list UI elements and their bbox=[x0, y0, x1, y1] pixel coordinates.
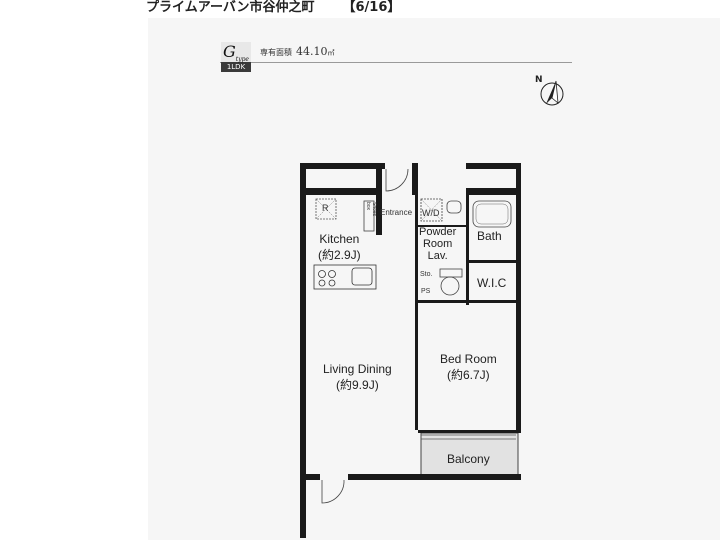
lavatory-bowl bbox=[440, 276, 460, 296]
kitchen-label: Kitchen (約2.9J) bbox=[318, 232, 361, 263]
entrance-label: Entrance bbox=[380, 208, 413, 217]
bottom-wall-right bbox=[348, 474, 521, 480]
wd-label: W/D bbox=[422, 208, 440, 218]
wic-label: W.I.C bbox=[477, 276, 507, 290]
wall-bedroom-balcony bbox=[418, 430, 516, 433]
floor-plan-drawing bbox=[300, 163, 521, 538]
compass-label: N bbox=[535, 75, 543, 85]
wall-storage-bottom bbox=[418, 300, 466, 303]
living-dining-size: (約9.9J) bbox=[336, 378, 379, 392]
living-dining-label: Living Dining (約9.9J) bbox=[323, 362, 392, 393]
stove-burner bbox=[318, 270, 326, 278]
entrance-jamb-right bbox=[412, 163, 418, 195]
property-name: プライムアーバン市谷仲之町 bbox=[146, 0, 315, 15]
lavatory-tank bbox=[439, 268, 463, 278]
top-wall-left bbox=[300, 163, 385, 169]
wall-powder-bath bbox=[466, 195, 469, 305]
ps-label: PS bbox=[421, 288, 431, 295]
entrance-door-swing bbox=[385, 168, 409, 192]
wall-wic-bedroom bbox=[469, 300, 521, 303]
floor-area-value: 44.10 bbox=[296, 45, 328, 58]
stove-burner bbox=[328, 270, 336, 278]
entrance-jamb-left bbox=[376, 163, 382, 235]
page-counter: 【6/16】 bbox=[342, 0, 401, 15]
bed-room-name: Bed Room bbox=[440, 352, 497, 366]
washer-space bbox=[420, 198, 443, 222]
refrigerator-space bbox=[315, 198, 337, 220]
floor-area-unit: ㎡ bbox=[327, 49, 335, 57]
bed-room-size: (約6.7J) bbox=[447, 368, 490, 382]
unit-type-badge: Gtype 1LDK bbox=[221, 42, 251, 72]
powder-room-label: Powder Room Lav. bbox=[419, 226, 456, 262]
powder-room-line1: Powder bbox=[419, 226, 457, 238]
bottom-wall-left bbox=[300, 474, 320, 480]
wall-bath-wic bbox=[469, 260, 521, 263]
stove-burner bbox=[318, 279, 326, 287]
north-arrow-icon bbox=[540, 80, 564, 106]
right-outer-wall bbox=[516, 163, 521, 433]
header-divider bbox=[220, 62, 572, 63]
bed-room-label: Bed Room (約6.7J) bbox=[440, 352, 497, 383]
powder-room-line3: Lav. bbox=[427, 250, 448, 262]
balcony-door-swing bbox=[321, 479, 345, 504]
kitchen-sink bbox=[351, 267, 373, 286]
wall-entrance-storage bbox=[415, 195, 418, 300]
storage-label: Sto. bbox=[420, 271, 433, 278]
unit-type-letter: Gtype bbox=[221, 42, 251, 63]
top-wall-right bbox=[466, 163, 521, 169]
shoe-box bbox=[363, 200, 375, 232]
stove-burner bbox=[328, 279, 336, 287]
kitchen-counter bbox=[313, 264, 377, 290]
top-wall-left-step bbox=[300, 188, 380, 195]
refrigerator-label: R bbox=[322, 203, 329, 213]
kitchen-size: (約2.9J) bbox=[318, 248, 361, 262]
unit-layout-label: 1LDK bbox=[221, 62, 251, 72]
shoe-box-label: Shoes box bbox=[365, 202, 377, 217]
left-outer-wall bbox=[300, 163, 306, 538]
living-dining-name: Living Dining bbox=[323, 362, 392, 376]
bath-label: Bath bbox=[477, 229, 502, 243]
page-title: プライムアーバン市谷仲之町 【6/16】 bbox=[146, 0, 400, 15]
vanity-basin bbox=[446, 200, 462, 214]
powder-room-line2: Room bbox=[422, 238, 453, 250]
bathtub bbox=[472, 200, 512, 228]
kitchen-name: Kitchen bbox=[319, 232, 360, 246]
top-wall-right-step bbox=[466, 188, 521, 195]
wall-living-bedroom bbox=[415, 300, 418, 430]
wall-wd-powder bbox=[418, 225, 466, 227]
balcony-area bbox=[420, 432, 519, 476]
balcony-label: Balcony bbox=[447, 452, 490, 466]
floor-area-caption: 専有面積 bbox=[260, 48, 292, 57]
floor-area-label: 専有面積 44.10㎡ bbox=[260, 45, 335, 58]
